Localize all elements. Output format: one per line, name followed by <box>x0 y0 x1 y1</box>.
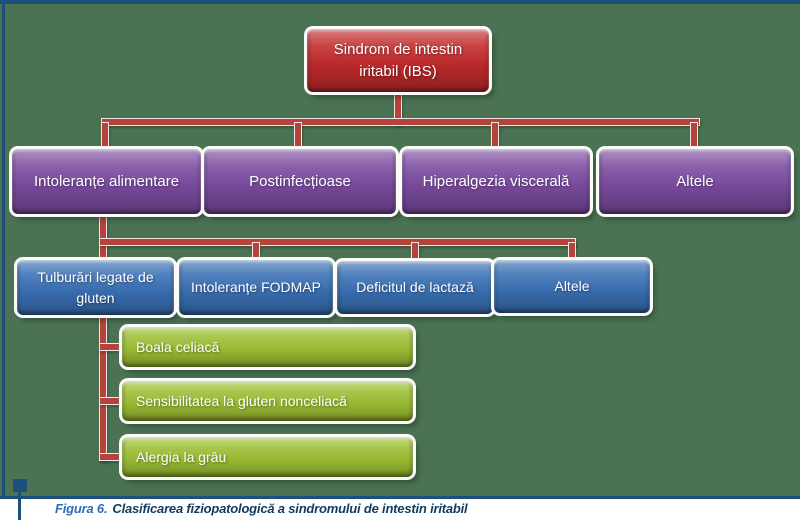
node-sindrom-ibs: Sindrom de intestin iritabil (IBS) <box>307 29 489 92</box>
node-label: Alergia la grâu <box>136 448 227 465</box>
node-label: Altele <box>554 278 590 295</box>
node-label: Boala celiacă <box>136 338 220 355</box>
node-label: Sensibilitatea la gluten nonceliacă <box>136 392 347 409</box>
left-rule <box>2 4 5 497</box>
node-altele-purple: Altele <box>599 149 791 214</box>
node-boala-celiaca: Boala celiacă <box>122 327 413 367</box>
figure-number-label: Figura 6. <box>55 501 108 516</box>
node-label: Hiperalgezia viscerală <box>422 172 570 190</box>
node-label: Sindrom de intestin iritabil (IBS) <box>333 40 463 80</box>
node-label: Intoleranțe FODMAP <box>191 279 321 296</box>
node-sensibilitatea-gluten: Sensibilitatea la gluten nonceliacă <box>122 381 413 421</box>
caption-square-marker <box>13 479 27 492</box>
node-tulburari-gluten: Tulburări legate de gluten <box>17 260 174 315</box>
node-hiperalgezia-viscerala: Hiperalgezia viscerală <box>402 149 590 214</box>
node-alergia-grau: Alergia la grâu <box>122 437 413 477</box>
node-label: Postinfecțioase <box>249 172 351 190</box>
node-label: Deficitul de lactază <box>356 279 474 296</box>
bottom-rule <box>0 496 800 499</box>
figure-caption-text: Clasificarea fiziopatologică a sindromul… <box>112 501 468 516</box>
node-label: Tulburări legate de gluten <box>37 269 154 306</box>
node-intolerante-fodmap: Intoleranțe FODMAP <box>179 260 333 315</box>
connector-gluten-trunk <box>99 312 107 461</box>
connector-level3-trunk <box>99 238 576 246</box>
node-label: Intoleranțe alimentare <box>33 172 180 190</box>
node-postinfectioase: Postinfecțioase <box>204 149 396 214</box>
figure-caption: Figura 6. Clasificarea fiziopatologică a … <box>55 501 775 519</box>
top-rule <box>0 0 800 4</box>
node-intolerante-alimentare: Intoleranțe alimentare <box>12 149 201 214</box>
caption-vertical-rule <box>18 492 21 520</box>
node-altele-blue: Altele <box>494 260 650 313</box>
node-label: Altele <box>676 172 714 190</box>
caption-strip <box>0 499 800 520</box>
node-deficitul-lactaza: Deficitul de lactază <box>337 261 493 314</box>
connector-level2-trunk <box>101 118 700 126</box>
